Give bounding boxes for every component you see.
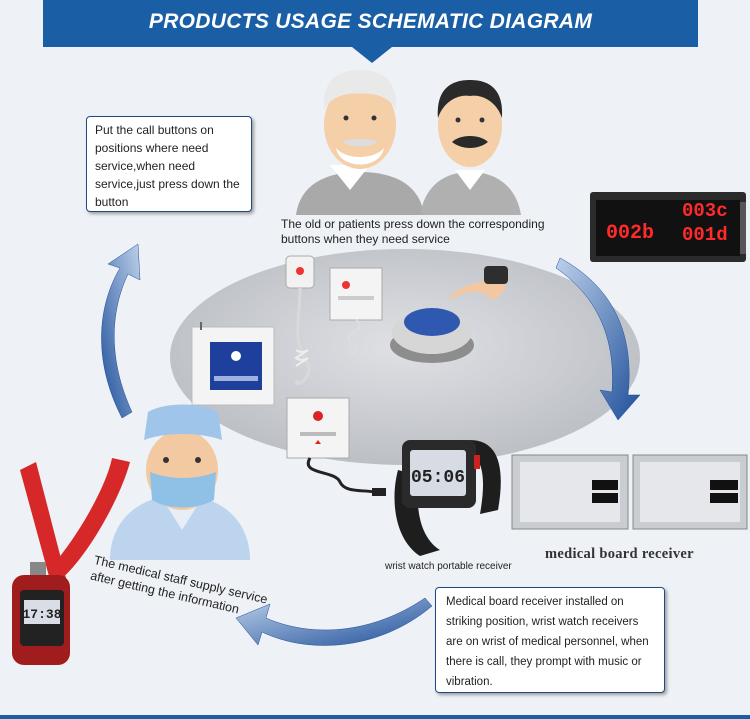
lanyard-pager: 17:38 xyxy=(12,458,130,665)
caption-patients: The old or patients press down the corre… xyxy=(281,217,545,246)
bottom-rule xyxy=(0,715,750,719)
square-call-button xyxy=(329,267,383,358)
caption-medical-board: medical board receiver xyxy=(545,546,694,562)
medical-staff-illustration xyxy=(110,404,250,560)
note-receivers: Medical board receiver installed on stri… xyxy=(435,587,665,693)
arrow-bottom-left xyxy=(235,597,433,646)
banner-title: PRODUCTS USAGE SCHEMATIC DIAGRAM xyxy=(148,10,593,33)
wall-call-panel xyxy=(191,322,275,406)
led-line1-right: 003c xyxy=(682,200,728,222)
caption-wrist-watch: wrist watch portable receiver xyxy=(385,561,512,572)
led-line1-left: 002b xyxy=(606,222,655,245)
push-call-wall-button xyxy=(286,397,386,496)
arrow-right-down xyxy=(555,257,641,421)
arrow-left-up xyxy=(101,243,141,419)
svg-text:05:06: 05:06 xyxy=(411,468,465,488)
note-call-buttons-text: Put the call buttons on positions where … xyxy=(95,123,240,209)
banner-pointer xyxy=(352,47,392,63)
pull-cord-button xyxy=(285,255,315,386)
mustache-man-illustration xyxy=(420,80,521,215)
led-display-board xyxy=(590,192,746,262)
led-line2-right: 001d xyxy=(682,224,728,246)
wrist-watch-receiver: 05:06 xyxy=(394,440,501,556)
svg-text:17:38: 17:38 xyxy=(22,607,61,622)
old-man-illustration xyxy=(296,70,424,215)
medical-board-receiver-right xyxy=(632,454,748,530)
title-banner: PRODUCTS USAGE SCHEMATIC DIAGRAM xyxy=(43,0,698,47)
medical-board-receiver-left xyxy=(511,454,629,530)
round-call-button xyxy=(390,266,508,363)
note-receivers-text: Medical board receiver installed on stri… xyxy=(446,596,649,688)
note-call-buttons: Put the call buttons on positions where … xyxy=(86,116,252,212)
